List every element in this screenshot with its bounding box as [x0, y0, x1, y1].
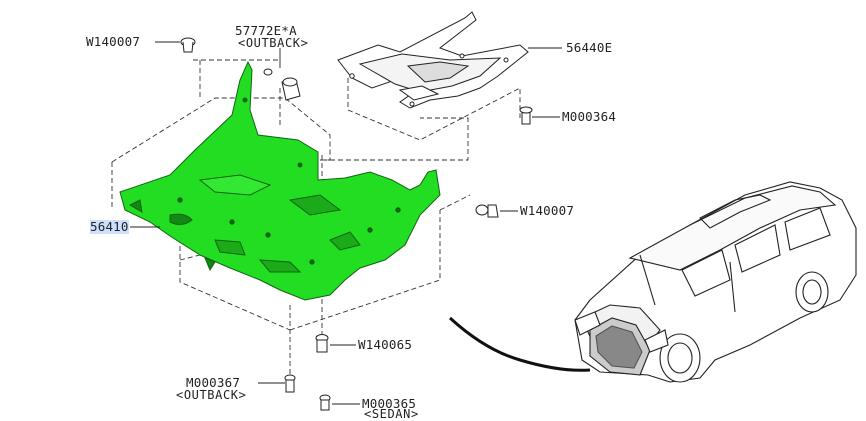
bolt-fastener-w140065: [315, 334, 329, 353]
variant-note-sedan: <SEDAN>: [364, 407, 419, 421]
bolt-fastener-m000364: [519, 106, 533, 125]
part-label-m000367[interactable]: M000367: [186, 375, 241, 390]
part-label-m000364[interactable]: M000364: [562, 109, 617, 124]
part-label-m000365[interactable]: M000365: [362, 396, 417, 411]
vehicle-pointer-line: [448, 316, 591, 372]
vehicle-outline: [574, 181, 857, 383]
undercover-part: [119, 60, 441, 301]
part-label-57772e-a[interactable]: 57772E*A: [235, 23, 297, 38]
part-label-w140065[interactable]: W140065: [358, 337, 413, 352]
part-label-56440e[interactable]: 56440E: [566, 40, 613, 55]
variant-note-outback-2: <OUTBACK>: [176, 388, 247, 402]
leader-lines: [130, 41, 562, 405]
part-label-56410[interactable]: 56410: [90, 219, 129, 234]
clip-fastener-top: [180, 37, 196, 53]
clip-fastener-right: [475, 204, 499, 218]
bolt-fastener-m000365: [319, 394, 331, 411]
crossmember-part: [337, 11, 529, 109]
bolt-fastener-m000367: [284, 374, 296, 393]
bolt-fastener-57772: [263, 68, 301, 101]
part-label-w140007-right[interactable]: W140007: [520, 203, 575, 218]
variant-note-outback: <OUTBACK>: [238, 36, 309, 50]
part-label-w140007-top[interactable]: W140007: [86, 34, 141, 49]
